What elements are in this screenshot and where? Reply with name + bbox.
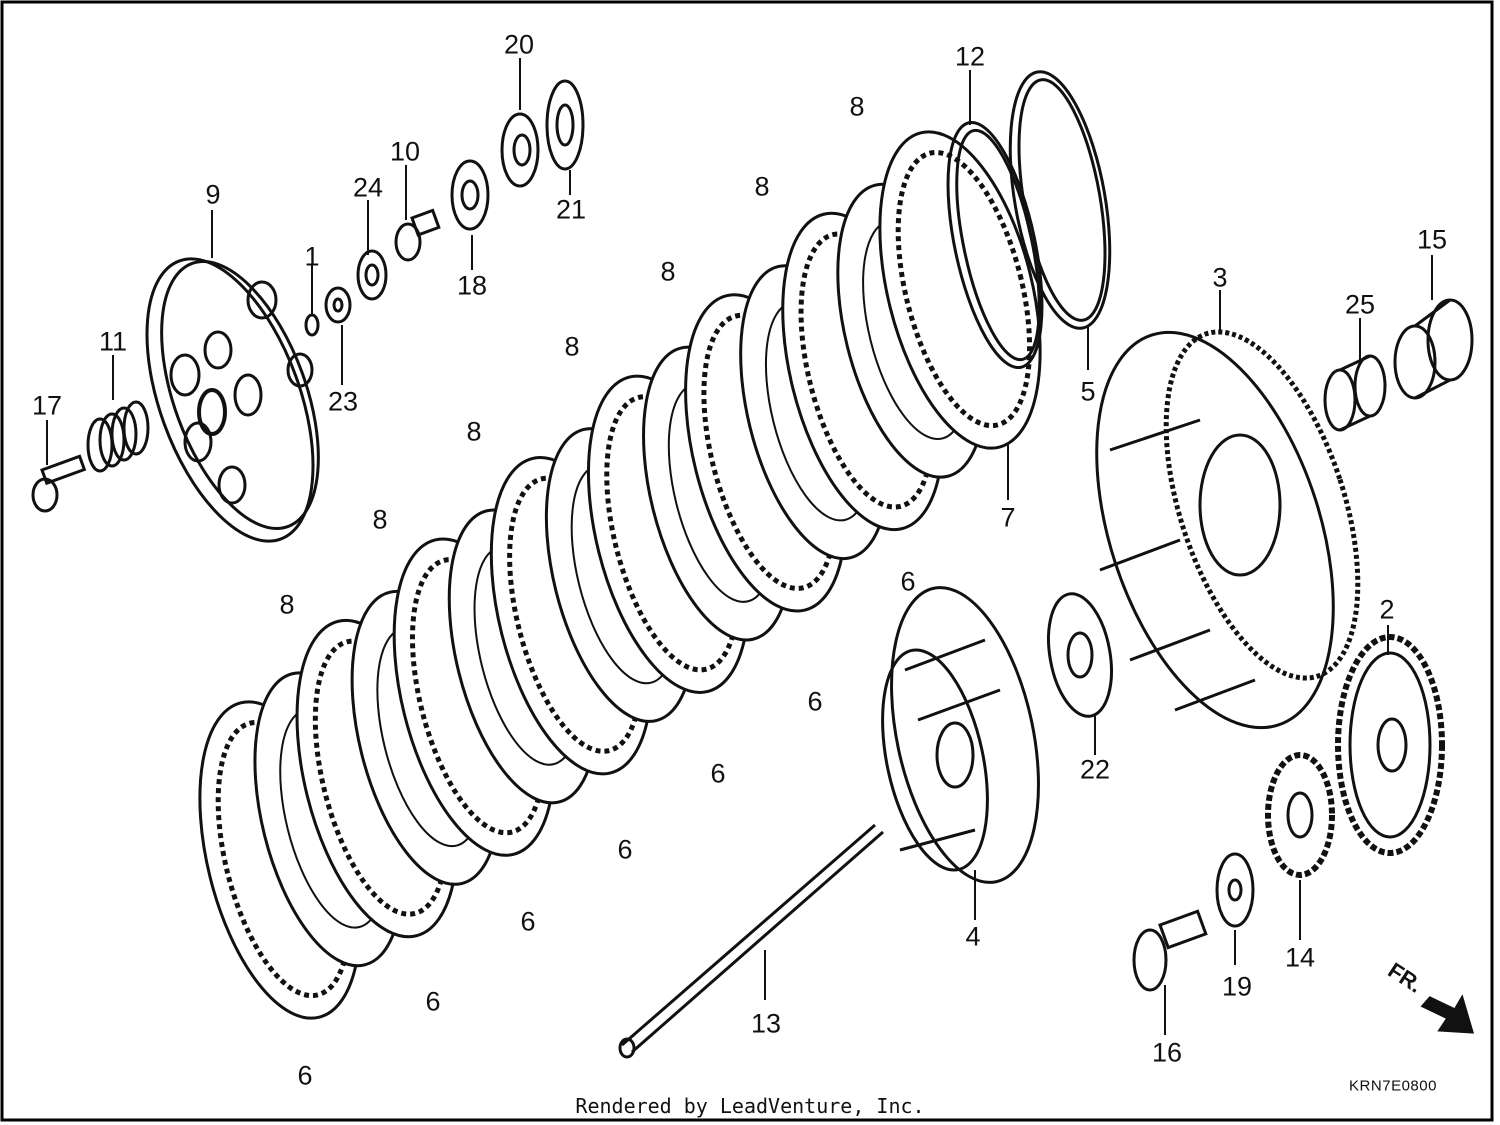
callout-6f[interactable]: 6 (807, 686, 823, 717)
primary-gear-part[interactable] (1335, 634, 1445, 856)
callout-8e[interactable]: 8 (660, 256, 676, 287)
clutch-spring-part[interactable] (86, 400, 150, 473)
callout-10[interactable]: 10 (389, 136, 421, 167)
clutch-plate-stack (198, 115, 1069, 1020)
washer-1-part[interactable] (304, 313, 320, 337)
callout-19[interactable]: 19 (1221, 971, 1253, 1002)
callout-15[interactable]: 15 (1416, 224, 1448, 255)
drawing-code: KRN7E0800 (1349, 1077, 1437, 1095)
callout-13[interactable]: 13 (750, 1008, 782, 1039)
clutch-outer-part[interactable] (1052, 303, 1396, 758)
callout-6[interactable]: 6 (297, 1060, 313, 1091)
needle-bearing-part[interactable] (1323, 354, 1387, 432)
front-arrow-icon (1420, 994, 1475, 1034)
clutch-center-part[interactable] (865, 574, 1063, 896)
bearing-24-part[interactable] (356, 249, 388, 301)
leader-lines (46, 58, 1433, 1035)
pressure-plate-part[interactable] (114, 237, 350, 563)
washer-21-part[interactable] (545, 79, 585, 171)
callout-18[interactable]: 18 (456, 270, 488, 301)
callout-11[interactable]: 11 (98, 326, 128, 357)
friction-disc-lining (895, 149, 1033, 429)
lifter-rod-part[interactable] (618, 823, 884, 1059)
washer-23-part[interactable] (324, 286, 352, 324)
render-credit: Rendered by LeadVenture, Inc. (575, 1094, 925, 1118)
callout-6e[interactable]: 6 (710, 758, 726, 789)
callout-5[interactable]: 5 (1080, 376, 1096, 407)
callout-12[interactable]: 12 (954, 41, 986, 72)
callout-8[interactable]: 8 (279, 589, 295, 620)
callout-6g[interactable]: 6 (900, 566, 916, 597)
callout-1[interactable]: 1 (304, 241, 320, 272)
callout-22[interactable]: 22 (1079, 754, 1111, 785)
callout-6d[interactable]: 6 (617, 834, 633, 865)
callout-8f[interactable]: 8 (754, 171, 770, 202)
callout-7[interactable]: 7 (1000, 502, 1016, 533)
callout-4[interactable]: 4 (965, 921, 981, 952)
lifter-piece-part[interactable] (394, 208, 441, 262)
lock-nut-part[interactable] (450, 159, 490, 231)
callout-6b[interactable]: 6 (425, 986, 441, 1017)
friction-disc[interactable] (851, 115, 1069, 464)
spring-seat-part[interactable] (993, 64, 1127, 336)
callout-25[interactable]: 25 (1344, 289, 1376, 320)
callout-3[interactable]: 3 (1212, 262, 1228, 293)
drive-gear-part[interactable] (1265, 752, 1335, 878)
callout-17[interactable]: 17 (31, 390, 63, 421)
callout-20[interactable]: 20 (503, 29, 535, 60)
callout-23[interactable]: 23 (327, 386, 359, 417)
callout-9[interactable]: 9 (205, 179, 221, 210)
callout-8c[interactable]: 8 (466, 416, 482, 447)
parts-drawings (31, 58, 1475, 1059)
callout-6c[interactable]: 6 (520, 906, 536, 937)
callout-24[interactable]: 24 (352, 172, 384, 203)
callout-16[interactable]: 16 (1151, 1037, 1183, 1068)
thrust-washer-part[interactable] (1040, 589, 1121, 722)
callout-8d[interactable]: 8 (564, 331, 580, 362)
bolt-17-part[interactable] (31, 454, 87, 513)
callout-2[interactable]: 2 (1379, 594, 1395, 625)
washer-19-part[interactable] (1215, 852, 1255, 928)
bolt-16-part[interactable] (1132, 909, 1208, 992)
callout-8b[interactable]: 8 (372, 504, 388, 535)
lock-washer-part[interactable] (500, 112, 540, 188)
callout-8g[interactable]: 8 (849, 91, 865, 122)
collar-part[interactable] (1393, 298, 1474, 400)
callout-21[interactable]: 21 (555, 194, 587, 225)
callout-14[interactable]: 14 (1284, 942, 1316, 973)
